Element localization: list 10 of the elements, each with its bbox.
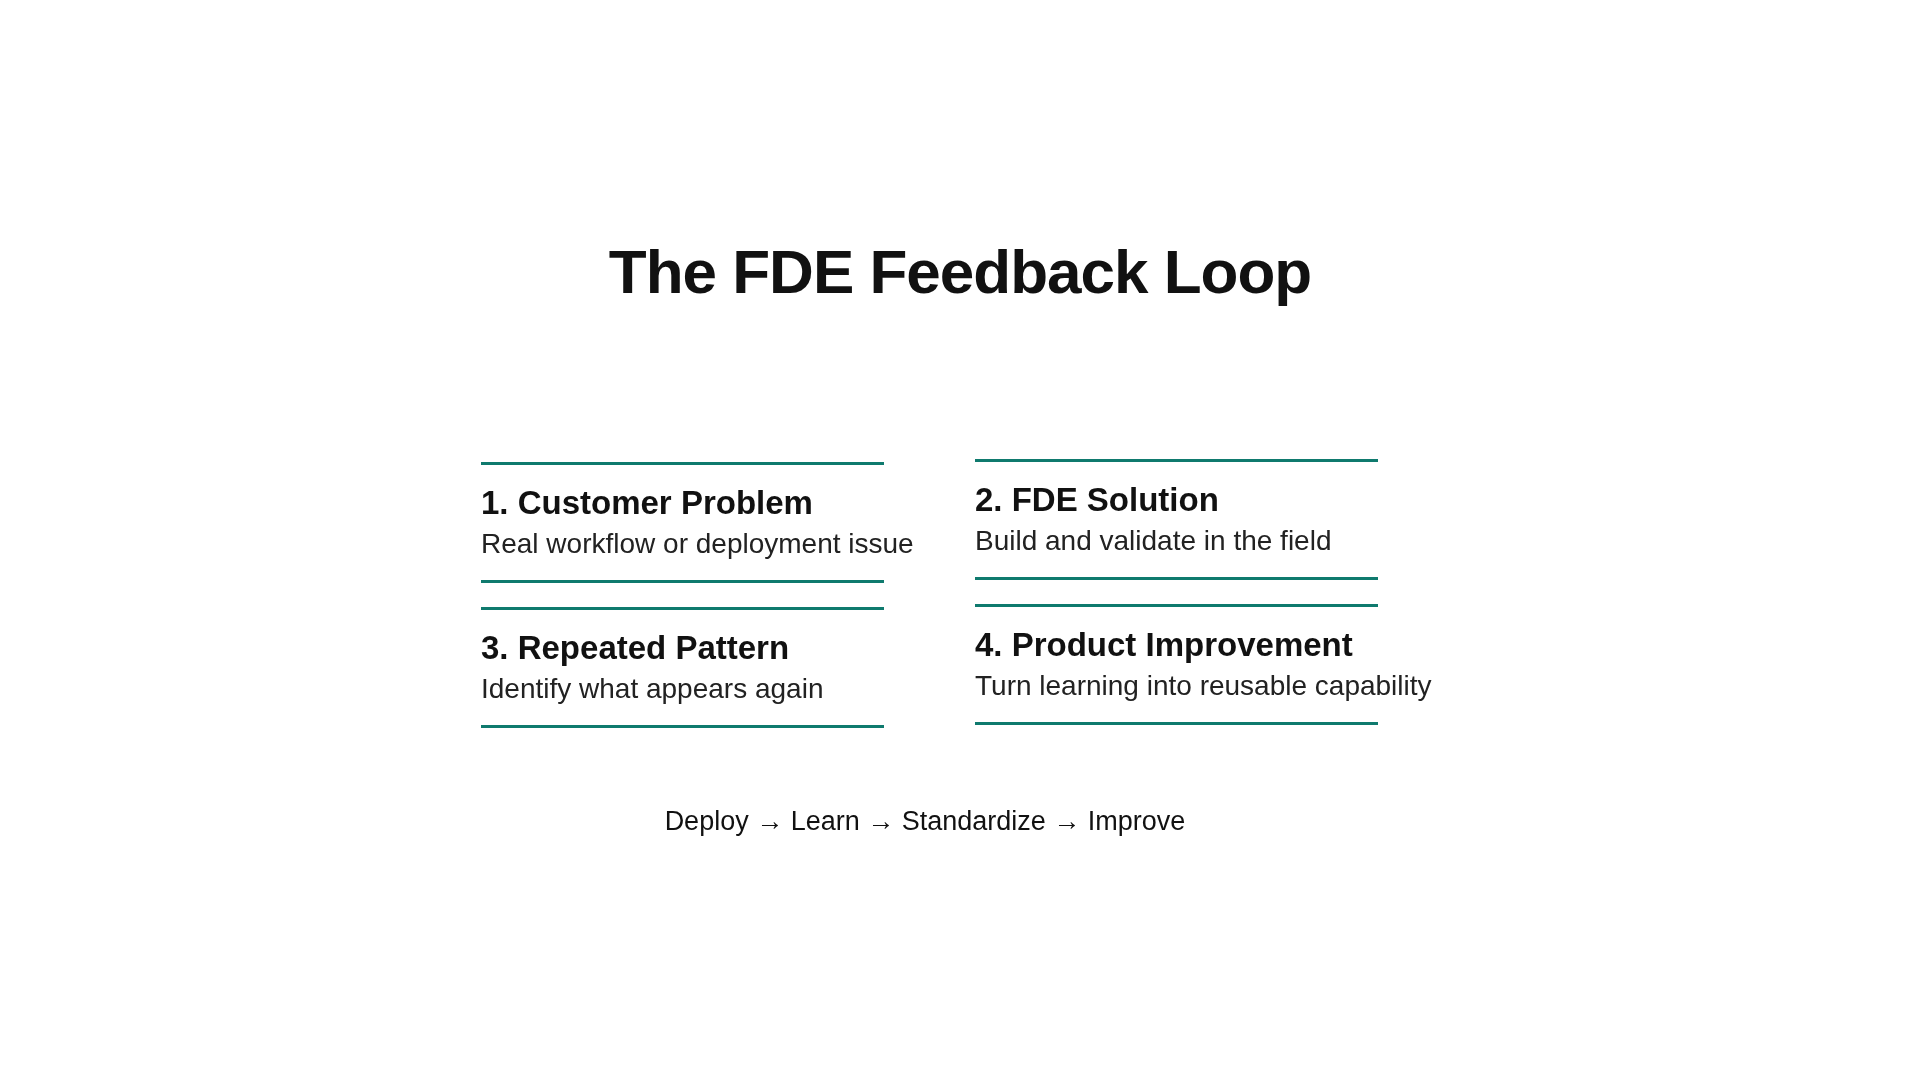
cycle-caption: Deploy → Learn → Standardize → Improve <box>663 806 1187 837</box>
step-description: Real workflow or deployment issue <box>481 528 914 560</box>
step-description: Build and validate in the field <box>975 525 1332 557</box>
step-description: Identify what appears again <box>481 673 824 705</box>
step-heading: 2. FDE Solution <box>975 481 1219 519</box>
step-heading: 3. Repeated Pattern <box>481 629 790 667</box>
step-heading: 4. Product Improvement <box>975 626 1353 664</box>
diagram-title: The FDE Feedback Loop <box>607 236 1313 307</box>
step-heading: 1. Customer Problem <box>481 484 813 522</box>
step-description: Turn learning into reusable capability <box>975 670 1432 702</box>
